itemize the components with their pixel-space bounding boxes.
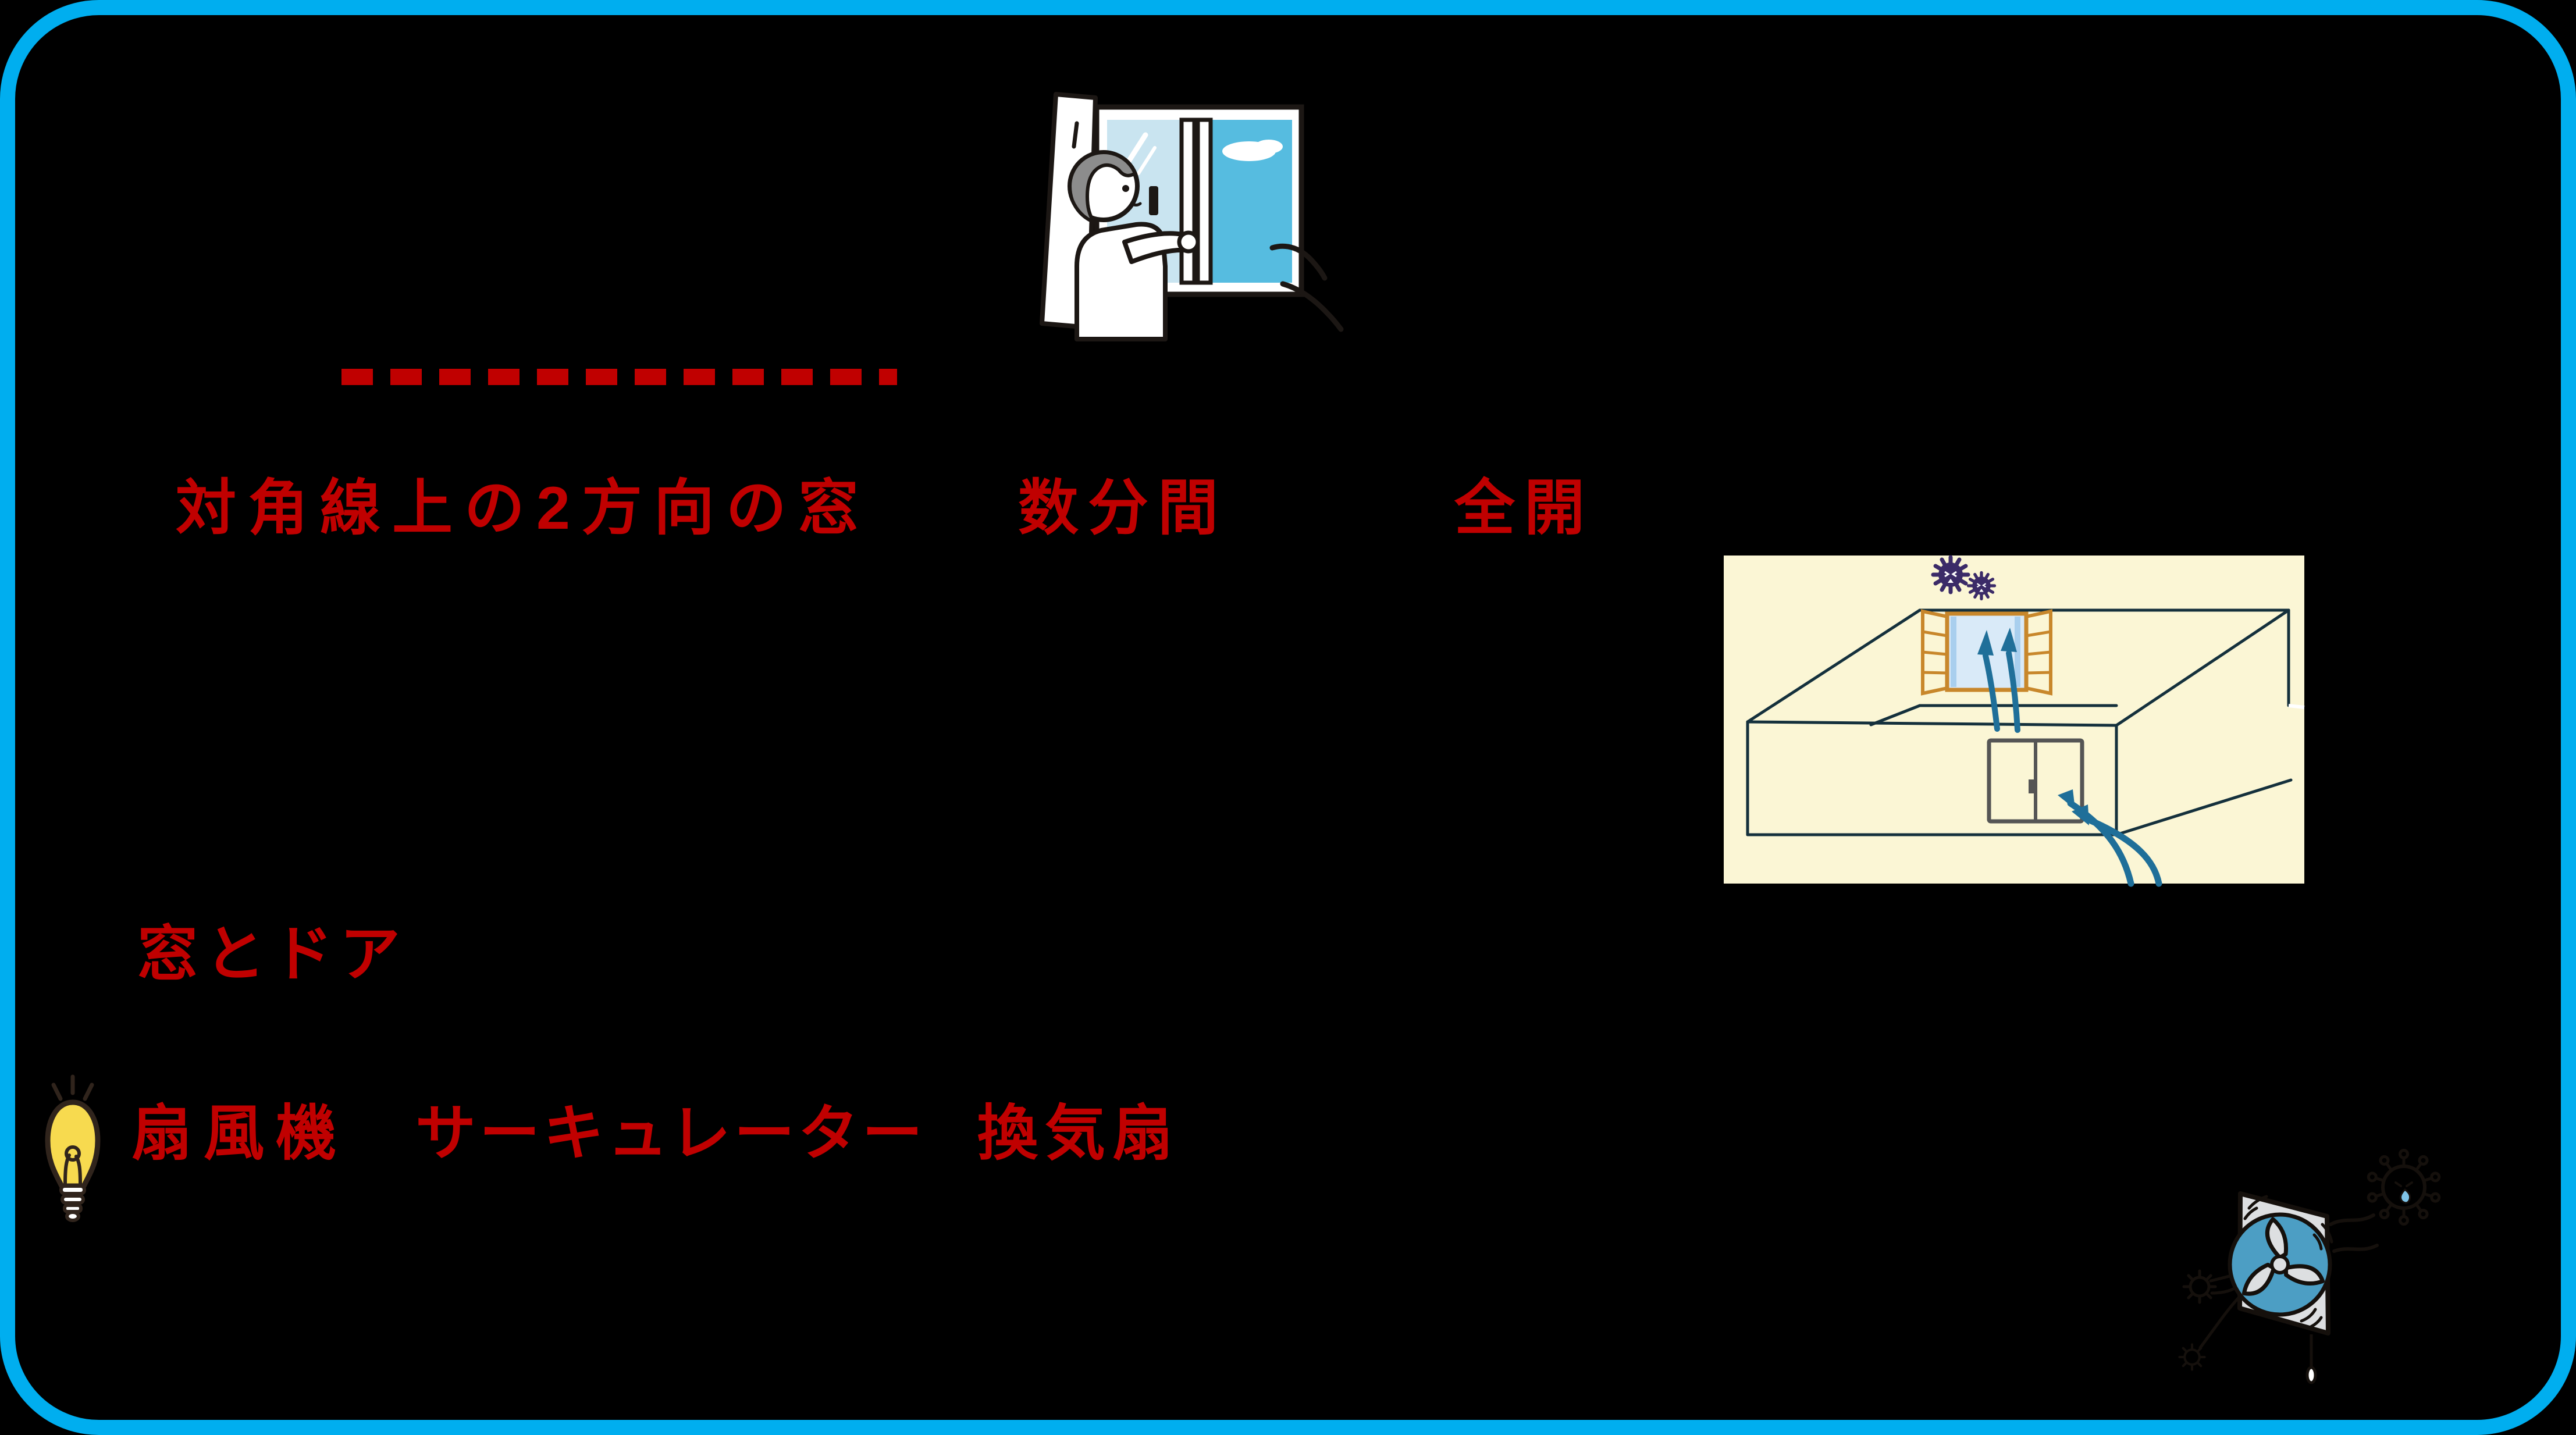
bulb-rays: [51, 1074, 94, 1101]
virus-outline-icon: [2184, 1271, 2215, 1302]
airflow-out-arrows: [1977, 628, 2020, 733]
person-opening-window-illustration: [1038, 92, 1353, 341]
door-icon: [1987, 738, 2084, 824]
airflow-in-arrows: [2058, 789, 2162, 887]
fan-blades: [2228, 1212, 2332, 1317]
eye: [1122, 185, 1129, 192]
keyword-windows-and-doors: 窓とドア: [137, 921, 408, 988]
exhaust-fan-illustration: [2129, 1137, 2502, 1422]
keyword-duration: 数分間: [1018, 475, 1228, 542]
bulb-filament: [63, 1145, 82, 1185]
room-cross-ventilation-illustration: [1724, 556, 2305, 887]
wind-lines: [1269, 243, 1344, 332]
motion-arcs: [2243, 1195, 2333, 1329]
keyword-electric-fan: 扇風機: [131, 1100, 348, 1167]
corona-virus-icon: [2367, 1149, 2441, 1226]
hair: [1068, 150, 1137, 226]
bulb-glass: [45, 1099, 101, 1189]
hand: [1177, 230, 1200, 254]
keyword-full-open: 全開: [1454, 475, 1595, 542]
keyword-circulator: サーキュレーター: [415, 1100, 926, 1167]
idea-lightbulb-icon: [42, 1066, 103, 1223]
bulb-base: [59, 1184, 86, 1222]
person: [1068, 150, 1200, 341]
tear-drop: [2399, 1188, 2411, 1204]
pull-cord: [2305, 1334, 2317, 1384]
window-handle: [1149, 186, 1158, 215]
red-dashed-underline: [341, 369, 897, 385]
room-outline: [1746, 608, 2293, 836]
keyword-ventilation-fan: 換気扇: [977, 1100, 1180, 1167]
exhaust-lines: [2329, 1213, 2379, 1253]
keyword-diagonal-windows: 対角線上の2方向の窓: [176, 475, 870, 542]
virus-outline-icon: [2179, 1344, 2204, 1369]
